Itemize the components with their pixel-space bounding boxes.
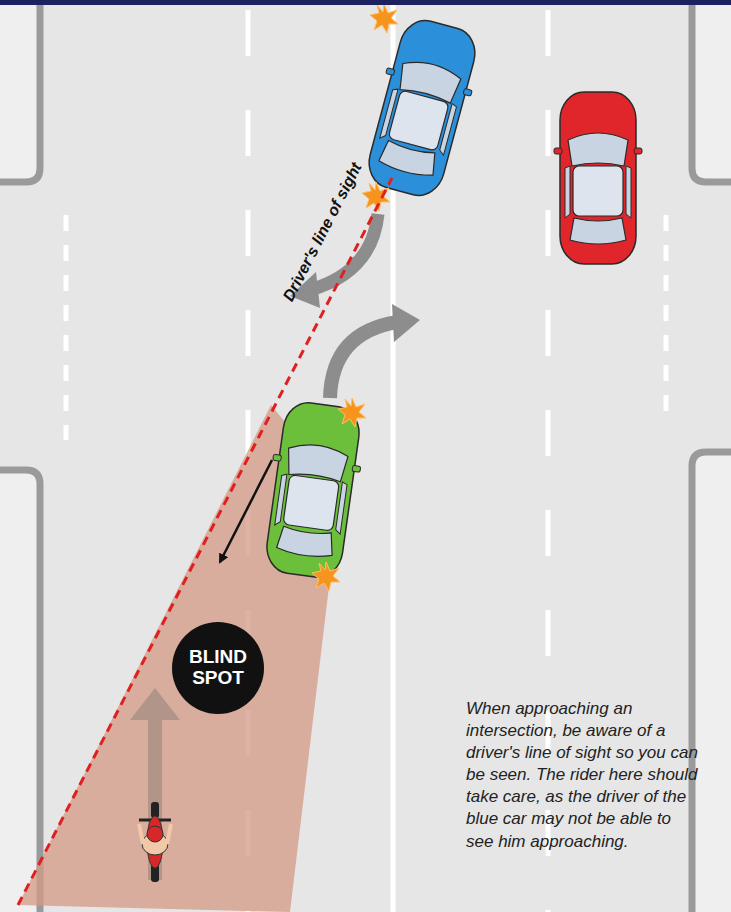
motorcycle [139,802,171,882]
blue-car [357,14,487,203]
red-car [554,92,642,264]
top-bar [0,0,731,5]
rider-arrow [130,688,180,880]
green-car [257,399,368,582]
badge-text: BLIND SPOT [183,647,253,689]
caption-note: When approaching an intersection, be awa… [466,698,702,853]
sight-line [18,178,392,905]
blind-spot-badge: BLIND SPOT [172,622,264,714]
indicator-flashes [312,4,398,591]
sight-arrow [220,460,272,562]
